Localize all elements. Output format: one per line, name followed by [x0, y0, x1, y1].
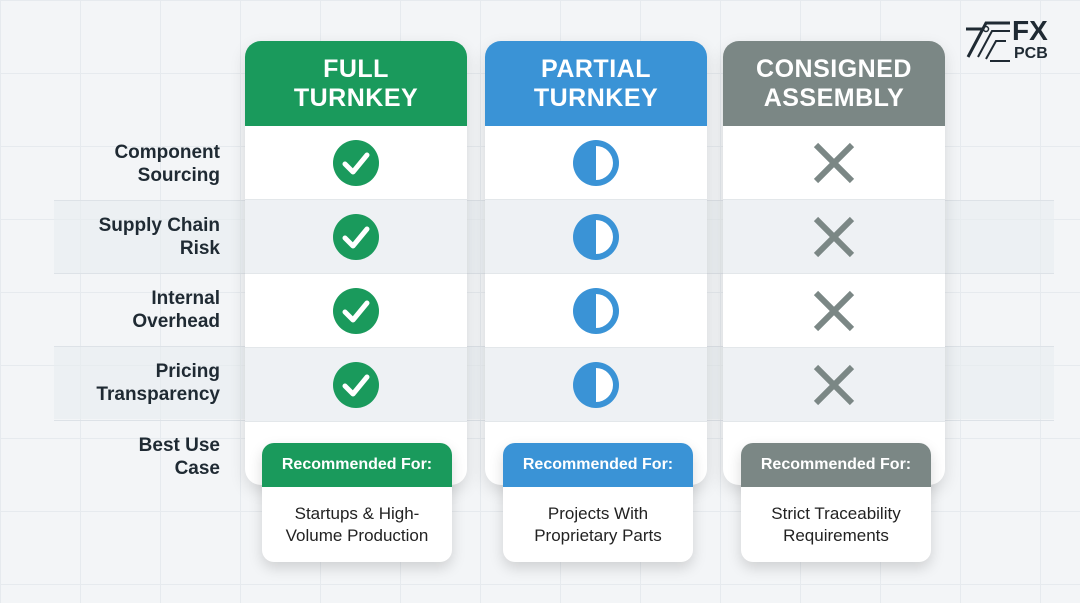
fxpcb-logo: FX PCB	[964, 15, 1064, 67]
title-line: ASSEMBLY	[763, 83, 905, 112]
cell	[723, 274, 945, 348]
recommended-card-full-turnkey: Recommended For: Startups & High-Volume …	[262, 443, 452, 562]
recommended-label: Recommended For:	[262, 443, 452, 487]
cell	[485, 200, 707, 274]
cell	[245, 274, 467, 348]
row-label-internal-overhead: Internal Overhead	[60, 287, 220, 333]
title-line: CONSIGNED	[756, 54, 912, 83]
row-label-best-use-case: Best Use Case	[60, 434, 220, 480]
label-line: Sourcing	[137, 165, 220, 186]
label-line: Component	[114, 142, 220, 163]
check-circle-icon	[333, 139, 379, 186]
check-circle-icon	[333, 287, 379, 334]
label-line: Case	[174, 458, 220, 479]
x-mark-icon	[813, 216, 855, 257]
row-label-supply-chain-risk: Supply Chain Risk	[60, 214, 220, 260]
x-mark-icon	[813, 290, 855, 331]
recommended-label: Recommended For:	[503, 443, 693, 487]
row-label-pricing-transparency: Pricing Transparency	[60, 360, 220, 406]
title-line: TURNKEY	[533, 83, 659, 112]
label-line: Overhead	[132, 311, 220, 332]
row-label-component-sourcing: Component Sourcing	[60, 141, 220, 187]
logo-brand: FX	[1012, 15, 1048, 46]
cell	[245, 200, 467, 274]
label-line: Best Use	[138, 435, 220, 456]
rec-line: Volume Production	[285, 525, 429, 545]
label-line: Risk	[179, 238, 220, 259]
cell	[245, 348, 467, 422]
title-line: FULL	[323, 54, 389, 83]
cell	[723, 126, 945, 200]
rec-line: Projects With	[547, 503, 649, 523]
half-circle-icon	[573, 139, 619, 186]
check-circle-icon	[333, 361, 379, 408]
logo-sub: PCB	[1014, 45, 1048, 62]
x-mark-icon	[813, 364, 855, 405]
rec-line: Strict Traceability	[771, 503, 901, 523]
label-line: Transparency	[96, 384, 220, 405]
half-circle-icon	[573, 213, 619, 260]
check-circle-icon	[333, 213, 379, 260]
label-line: Supply Chain	[98, 215, 220, 236]
cell	[485, 126, 707, 200]
rec-line: Proprietary Parts	[534, 525, 662, 545]
half-circle-icon	[573, 287, 619, 334]
cell	[723, 200, 945, 274]
x-mark-icon	[813, 142, 855, 183]
cell	[723, 348, 945, 422]
rec-line: Startups & High-	[294, 503, 420, 523]
recommended-label: Recommended For:	[741, 443, 931, 487]
cell	[485, 348, 707, 422]
title-line: PARTIAL	[541, 54, 651, 83]
circuit-trace-icon	[966, 21, 1010, 62]
title-line: TURNKEY	[293, 83, 419, 112]
cell	[485, 274, 707, 348]
label-line: Internal	[151, 288, 220, 309]
half-circle-icon	[573, 361, 619, 408]
recommended-text: Startups & High-Volume Production	[262, 487, 452, 562]
rec-line: Requirements	[783, 525, 889, 545]
label-line: Pricing	[155, 361, 220, 382]
cell	[245, 126, 467, 200]
